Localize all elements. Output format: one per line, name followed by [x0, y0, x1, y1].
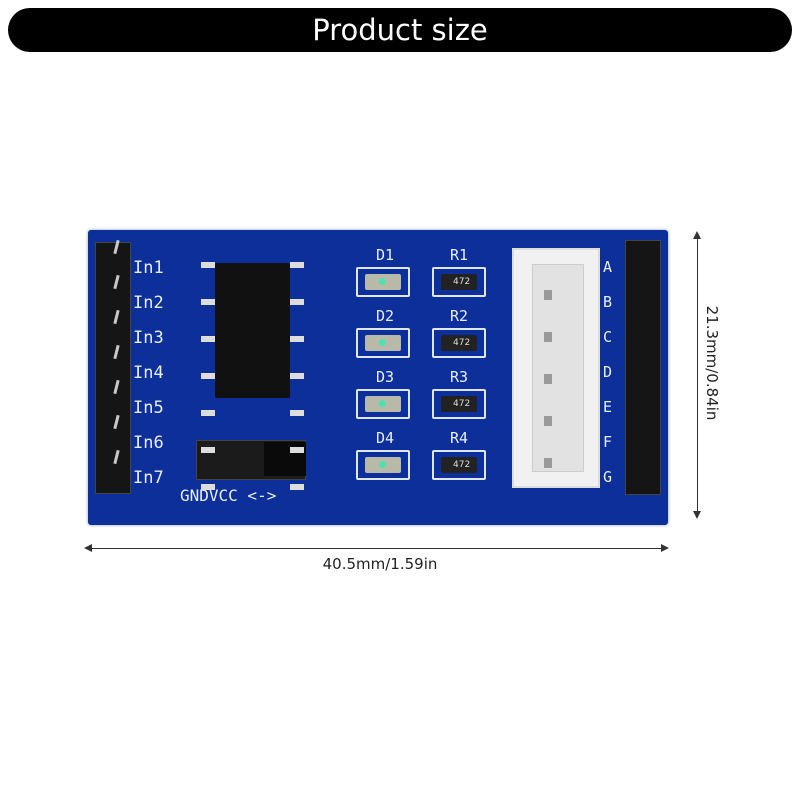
resistor-label: R4 [450, 429, 469, 447]
ic-pin [290, 373, 304, 379]
resistor: 472 [432, 389, 486, 419]
output-label: A [603, 258, 613, 276]
input-label: In5 [133, 398, 164, 418]
led [356, 328, 410, 358]
input-label: In7 [133, 468, 164, 488]
input-pin-header [95, 242, 131, 494]
ic-pin [290, 447, 304, 453]
ic-pin [201, 336, 215, 342]
led [356, 267, 410, 297]
stepper-driver-board: GNDVCC <-> In1 A In2 B In3 C In4 D In5 E In6 F In7 G D… [88, 230, 668, 525]
ic-pin [290, 336, 304, 342]
output-label: E [603, 398, 613, 416]
resistor: 472 [432, 450, 486, 480]
title-banner: Product size [8, 8, 792, 52]
ic-pin [201, 373, 215, 379]
height-dimension-line [697, 235, 698, 515]
output-label: F [603, 433, 613, 451]
ic-pin [290, 410, 304, 416]
ic-pin [290, 262, 304, 268]
ic-pin [201, 262, 215, 268]
led-label: D3 [376, 368, 395, 386]
output-label: C [603, 328, 613, 346]
resistor: 472 [432, 267, 486, 297]
output-pin-header [625, 240, 661, 495]
output-label: D [603, 363, 613, 381]
led-label: D4 [376, 429, 395, 447]
input-label: In3 [133, 328, 164, 348]
led-label: D1 [376, 246, 395, 264]
power-label: GNDVCC <-> [180, 486, 277, 505]
ic-pin [201, 299, 215, 305]
led [356, 389, 410, 419]
input-label: In4 [133, 363, 164, 383]
input-label: In2 [133, 293, 164, 313]
input-label: In1 [133, 258, 164, 278]
ic-pin [201, 410, 215, 416]
ic-pin [201, 447, 215, 453]
led-label: D2 [376, 307, 395, 325]
output-label: B [603, 293, 613, 311]
resistor-label: R1 [450, 246, 469, 264]
width-dimension-label: 40.5mm/1.59in [322, 555, 438, 573]
resistor-label: R2 [450, 307, 469, 325]
ic-pin [290, 299, 304, 305]
led [356, 450, 410, 480]
width-dimension-line [88, 548, 665, 549]
resistor: 472 [432, 328, 486, 358]
driver-ic-chip [215, 263, 290, 398]
motor-connector [512, 248, 600, 488]
height-dimension-label: 21.3mm/0.84in [703, 305, 721, 421]
output-label: G [603, 468, 613, 486]
input-label: In6 [133, 433, 164, 453]
resistor-label: R3 [450, 368, 469, 386]
ic-pin [290, 484, 304, 490]
ic-pin [201, 484, 215, 490]
